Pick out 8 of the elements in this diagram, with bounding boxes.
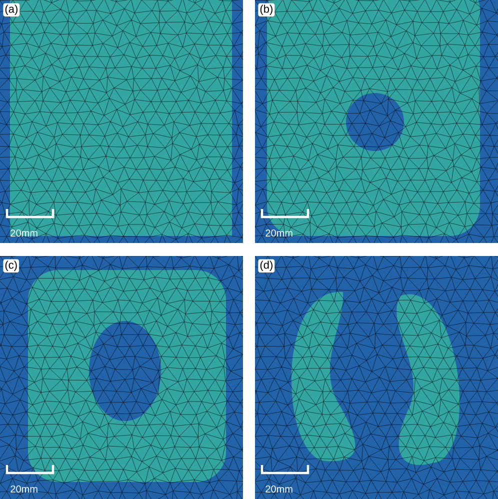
panel-label: (d) <box>258 259 275 272</box>
scale-label: 20mm <box>266 485 292 493</box>
panel-label: (c) <box>3 259 20 272</box>
scale-label: 20mm <box>10 229 38 237</box>
scale-label: 20mm <box>10 485 38 493</box>
scale-label: 20mm <box>266 229 292 237</box>
panel-label: (b) <box>258 3 275 16</box>
panel-label: (a) <box>3 3 20 16</box>
